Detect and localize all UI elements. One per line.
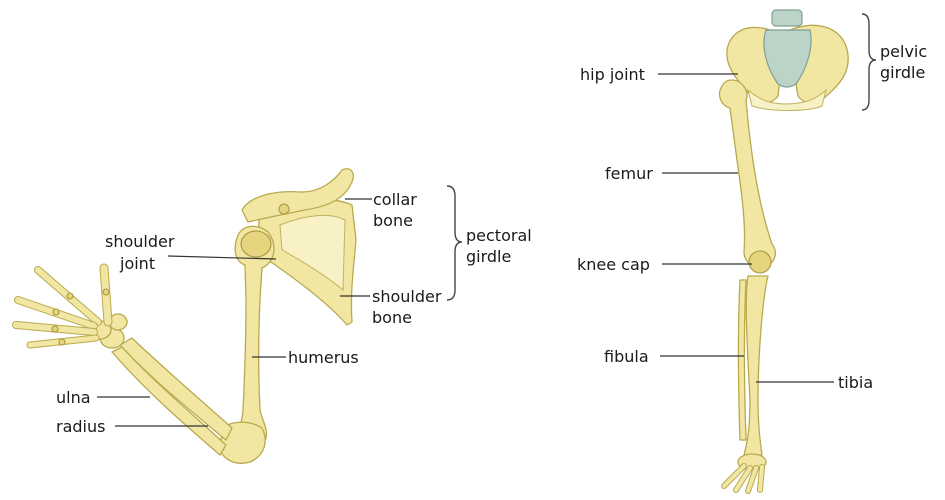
label-pectoral-girdle-line1: pectoral (466, 226, 532, 245)
scapula-fossa (279, 215, 346, 292)
humerus-head (240, 230, 272, 258)
foot-bones (721, 453, 767, 494)
pectoral-girdle-brace (446, 185, 463, 301)
elbow-shape (219, 421, 266, 464)
label-fibula: fibula (604, 347, 649, 366)
pelvic-girdle-brace (861, 13, 877, 111)
hand-bones (12, 263, 113, 349)
label-ulna: ulna (56, 388, 91, 407)
label-collar-bone-line2: bone (373, 211, 413, 230)
label-shoulder-bone-line2: bone (372, 308, 412, 327)
label-shoulder-joint-line2: joint (119, 254, 155, 273)
femur-shape (718, 79, 777, 268)
label-knee-cap: knee cap (577, 255, 650, 274)
label-pelvic-girdle-line1: pelvic (880, 42, 927, 61)
radius-shape (111, 346, 227, 456)
spine-vertebra (771, 9, 803, 27)
leg-illustration: pelvic girdle hip joint femur knee cap f… (577, 9, 927, 494)
label-shoulder-joint-line1: shoulder (105, 232, 175, 251)
humerus-shape (234, 225, 275, 450)
label-pectoral-girdle-line2: girdle (466, 247, 511, 266)
clavicle-notch (278, 203, 290, 215)
tibia-shape (743, 275, 769, 456)
label-pelvic-girdle-line2: girdle (880, 63, 925, 82)
knee-cap-shape (748, 250, 772, 274)
label-tibia: tibia (838, 373, 873, 392)
ulna-shape (119, 337, 233, 441)
fibula-shape (737, 279, 747, 441)
sacrum-shape (763, 29, 812, 88)
shoulder-joint-leader (167, 255, 277, 260)
clavicle-shape (241, 168, 354, 223)
label-shoulder-bone-line1: shoulder (372, 287, 442, 306)
label-humerus: humerus (288, 348, 359, 367)
label-radius: radius (56, 417, 105, 436)
label-hip-joint: hip joint (580, 65, 645, 84)
pelvis-lower (747, 88, 827, 111)
label-collar-bone-line1: collar (373, 190, 417, 209)
arm-illustration: collar bone shoulder joint pectoral gird… (12, 168, 532, 464)
label-femur: femur (605, 164, 653, 183)
